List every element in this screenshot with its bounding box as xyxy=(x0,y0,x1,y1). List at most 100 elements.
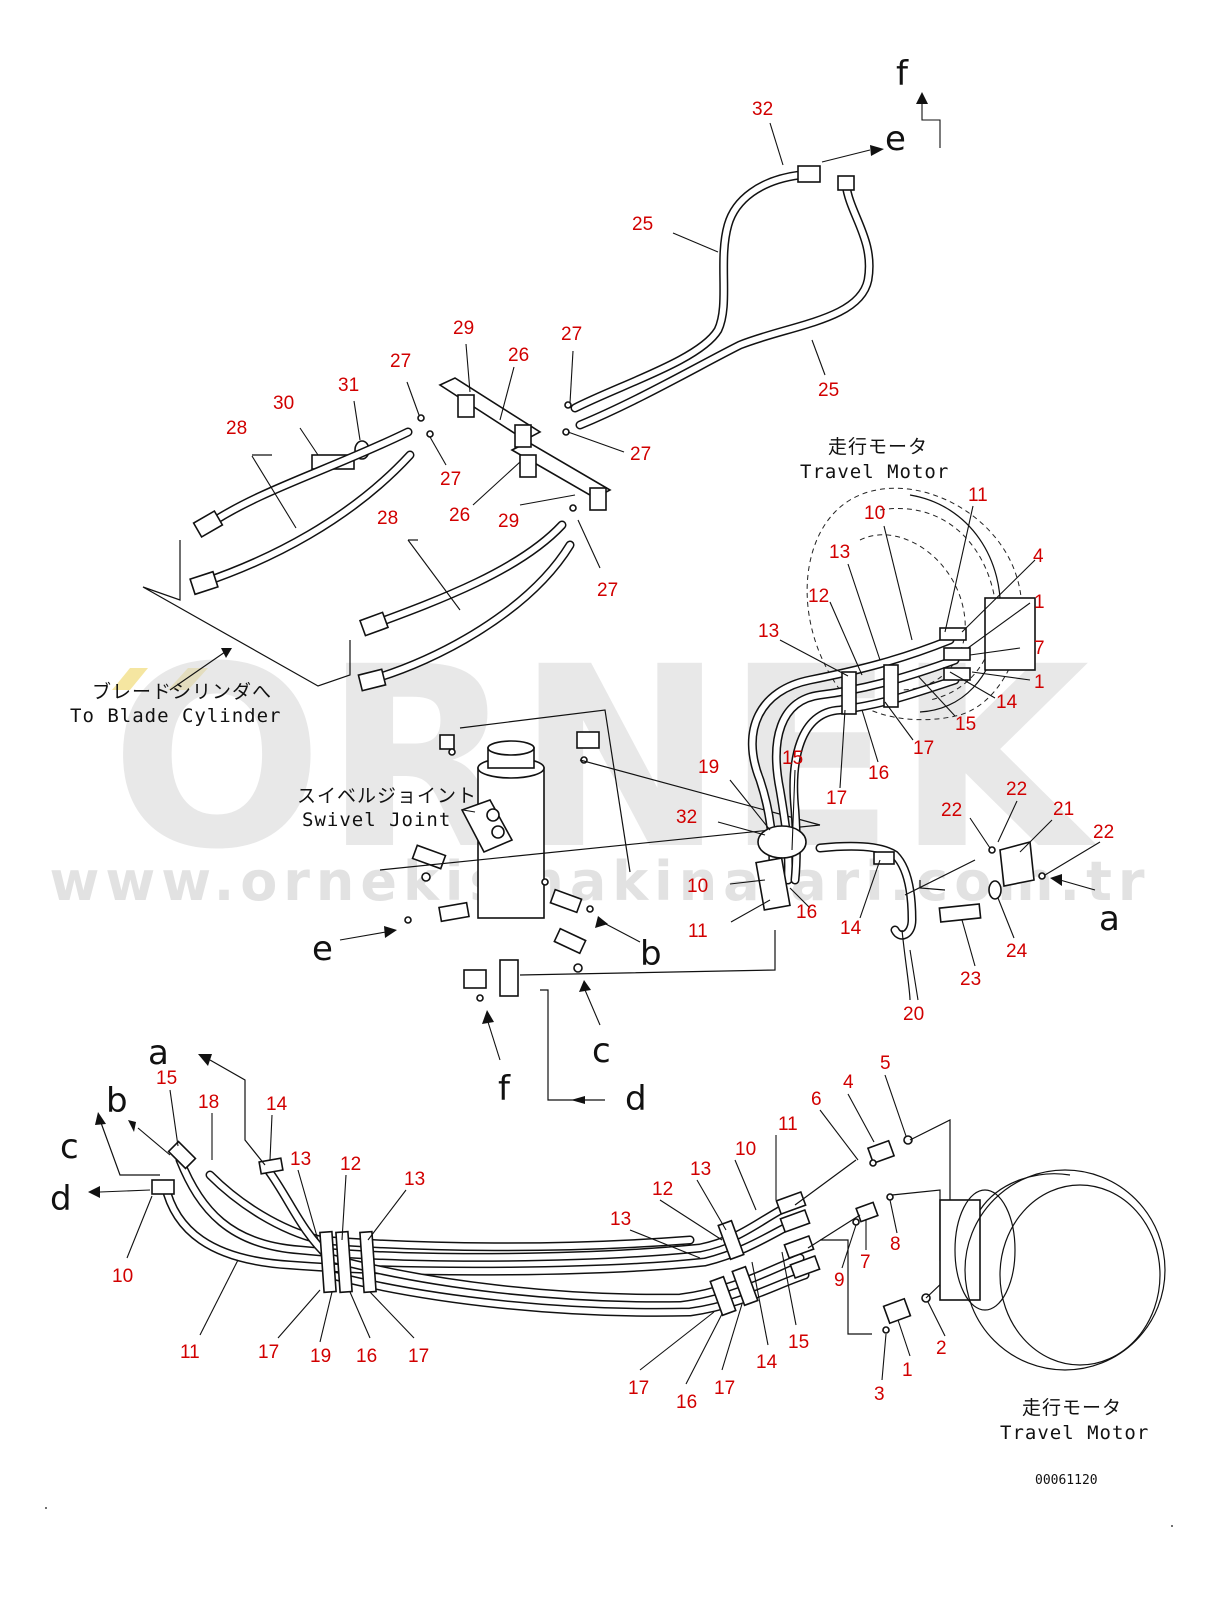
connection-letter-b: b xyxy=(640,934,662,974)
part-num: 8 xyxy=(890,1234,901,1255)
part-num: 7 xyxy=(1034,638,1045,659)
part-num: 15 xyxy=(788,1332,809,1353)
part-num: 11 xyxy=(968,485,988,506)
part-num: 11 xyxy=(778,1114,798,1135)
part-num: 32 xyxy=(676,807,697,828)
part-num: 14 xyxy=(996,692,1018,713)
part-num: 1 xyxy=(902,1360,913,1381)
caption-blade-en: To Blade Cylinder xyxy=(70,705,281,727)
part-num: 13 xyxy=(404,1169,425,1190)
part-num: 27 xyxy=(597,580,618,601)
drawing-code: 00061120 xyxy=(1035,1473,1098,1488)
bottom-part-numbers: 15 18 14 13 12 13 10 11 13 12 13 10 11 6… xyxy=(112,1053,947,1413)
washer-24 xyxy=(988,880,1002,900)
part-num: 10 xyxy=(687,876,708,897)
part-num: 15 xyxy=(955,714,976,735)
part-num: 26 xyxy=(449,505,470,526)
connection-letter-f: f xyxy=(896,54,909,94)
part-num: 9 xyxy=(834,1270,845,1291)
motor-flange xyxy=(984,597,1036,671)
part-num: 27 xyxy=(440,469,461,490)
part-num: 30 xyxy=(273,393,294,414)
part-num: 12 xyxy=(808,586,829,607)
part-num: 21 xyxy=(1053,799,1074,820)
travel-motor-bottom: 走行モータ Travel Motor xyxy=(939,1169,1166,1444)
connection-letter-d-bottom: d xyxy=(50,1179,72,1219)
swivel-connection-arrows: e b c f d xyxy=(312,916,662,1119)
part-num: 29 xyxy=(498,511,519,532)
part-num: 28 xyxy=(377,508,398,529)
part-num: 15 xyxy=(782,748,803,769)
part-num: 22 xyxy=(1093,822,1114,843)
top-part-numbers: 32 25 25 29 26 27 31 30 27 28 27 27 26 2… xyxy=(226,99,839,601)
part-num: 11 xyxy=(688,921,708,942)
caption-swivel-en: Swivel Joint xyxy=(302,809,451,831)
top-leaders xyxy=(251,122,826,611)
part-num: 15 xyxy=(156,1068,177,1089)
right-part-numbers: 11 10 4 13 1 12 7 13 1 14 15 17 16 17 19… xyxy=(676,485,1114,1025)
connection-letter-a-bottom: a xyxy=(148,1033,169,1073)
part-num: 22 xyxy=(941,800,962,821)
part-num: 16 xyxy=(356,1346,377,1367)
part-num: 25 xyxy=(632,214,653,235)
watermark-url: www.ornekismakinalari.com.tr xyxy=(49,850,1150,913)
bolt-23 xyxy=(938,903,982,923)
connection-letter-a: a xyxy=(1099,899,1120,939)
part-num: 4 xyxy=(1033,546,1044,567)
connection-letter-c: c xyxy=(592,1031,611,1071)
connection-letter-d: d xyxy=(625,1079,647,1119)
caption-travel-motor-bottom-en: Travel Motor xyxy=(1000,1422,1149,1444)
part-num: 18 xyxy=(198,1092,219,1113)
part-num: 17 xyxy=(826,788,847,809)
part-num: 29 xyxy=(453,318,474,339)
caption-travel-motor-top-en: Travel Motor xyxy=(800,461,949,483)
part-num: 17 xyxy=(628,1378,649,1399)
caption-swivel-jp: スイベルジョイント xyxy=(297,785,477,807)
caption-blade-jp: ブレードシリンダへ xyxy=(92,680,272,703)
part-num: 31 xyxy=(338,375,359,396)
swivel-port-block xyxy=(460,799,514,854)
right-hose-assembly: a xyxy=(747,627,1120,1001)
caption-travel-motor-top-jp: 走行モータ xyxy=(828,436,928,458)
part-num: 6 xyxy=(811,1089,822,1110)
part-num: 26 xyxy=(508,345,529,366)
part-num: 5 xyxy=(880,1053,891,1074)
part-num: 20 xyxy=(903,1004,924,1025)
part-num: 16 xyxy=(676,1392,697,1413)
watermark-accent-1 xyxy=(112,668,148,690)
part-num: 1 xyxy=(1034,672,1045,693)
part-num: 4 xyxy=(843,1072,854,1093)
part-num: 10 xyxy=(864,503,885,524)
caption-travel-motor-bottom-jp: 走行モータ xyxy=(1022,1397,1122,1419)
travel-motor-top: 走行モータ Travel Motor xyxy=(800,436,1036,721)
part-num: 32 xyxy=(752,99,773,120)
part-num: 17 xyxy=(714,1378,735,1399)
part-num: 24 xyxy=(1006,941,1028,962)
connection-letter-e: e xyxy=(885,119,906,159)
part-num: 12 xyxy=(652,1179,673,1200)
part-num: 14 xyxy=(756,1352,778,1373)
part-num: 17 xyxy=(258,1342,279,1363)
part-num: 13 xyxy=(610,1209,631,1230)
part-num: 16 xyxy=(796,902,817,923)
right-leaders xyxy=(717,505,1101,1001)
top-connection-arrows: f e xyxy=(821,54,941,163)
part-num: 13 xyxy=(758,621,779,642)
part-num: 27 xyxy=(630,444,651,465)
top-hose-assembly xyxy=(142,165,874,692)
part-num: 13 xyxy=(290,1149,311,1170)
part-num: 1 xyxy=(1034,592,1045,613)
part-num: 3 xyxy=(874,1384,885,1405)
part-num: 14 xyxy=(840,918,862,939)
connection-letter-f-mid: f xyxy=(498,1069,511,1109)
part-num: 28 xyxy=(226,418,247,439)
part-num: 23 xyxy=(960,969,981,990)
part-num: 11 xyxy=(180,1342,200,1363)
part-num: 27 xyxy=(390,351,411,372)
part-num: 17 xyxy=(408,1346,429,1367)
part-num: 2 xyxy=(936,1338,947,1359)
bottom-hose-assembly: a b c d xyxy=(50,1033,972,1335)
blade-cylinder-caption: ブレードシリンダへ To Blade Cylinder xyxy=(70,648,281,727)
